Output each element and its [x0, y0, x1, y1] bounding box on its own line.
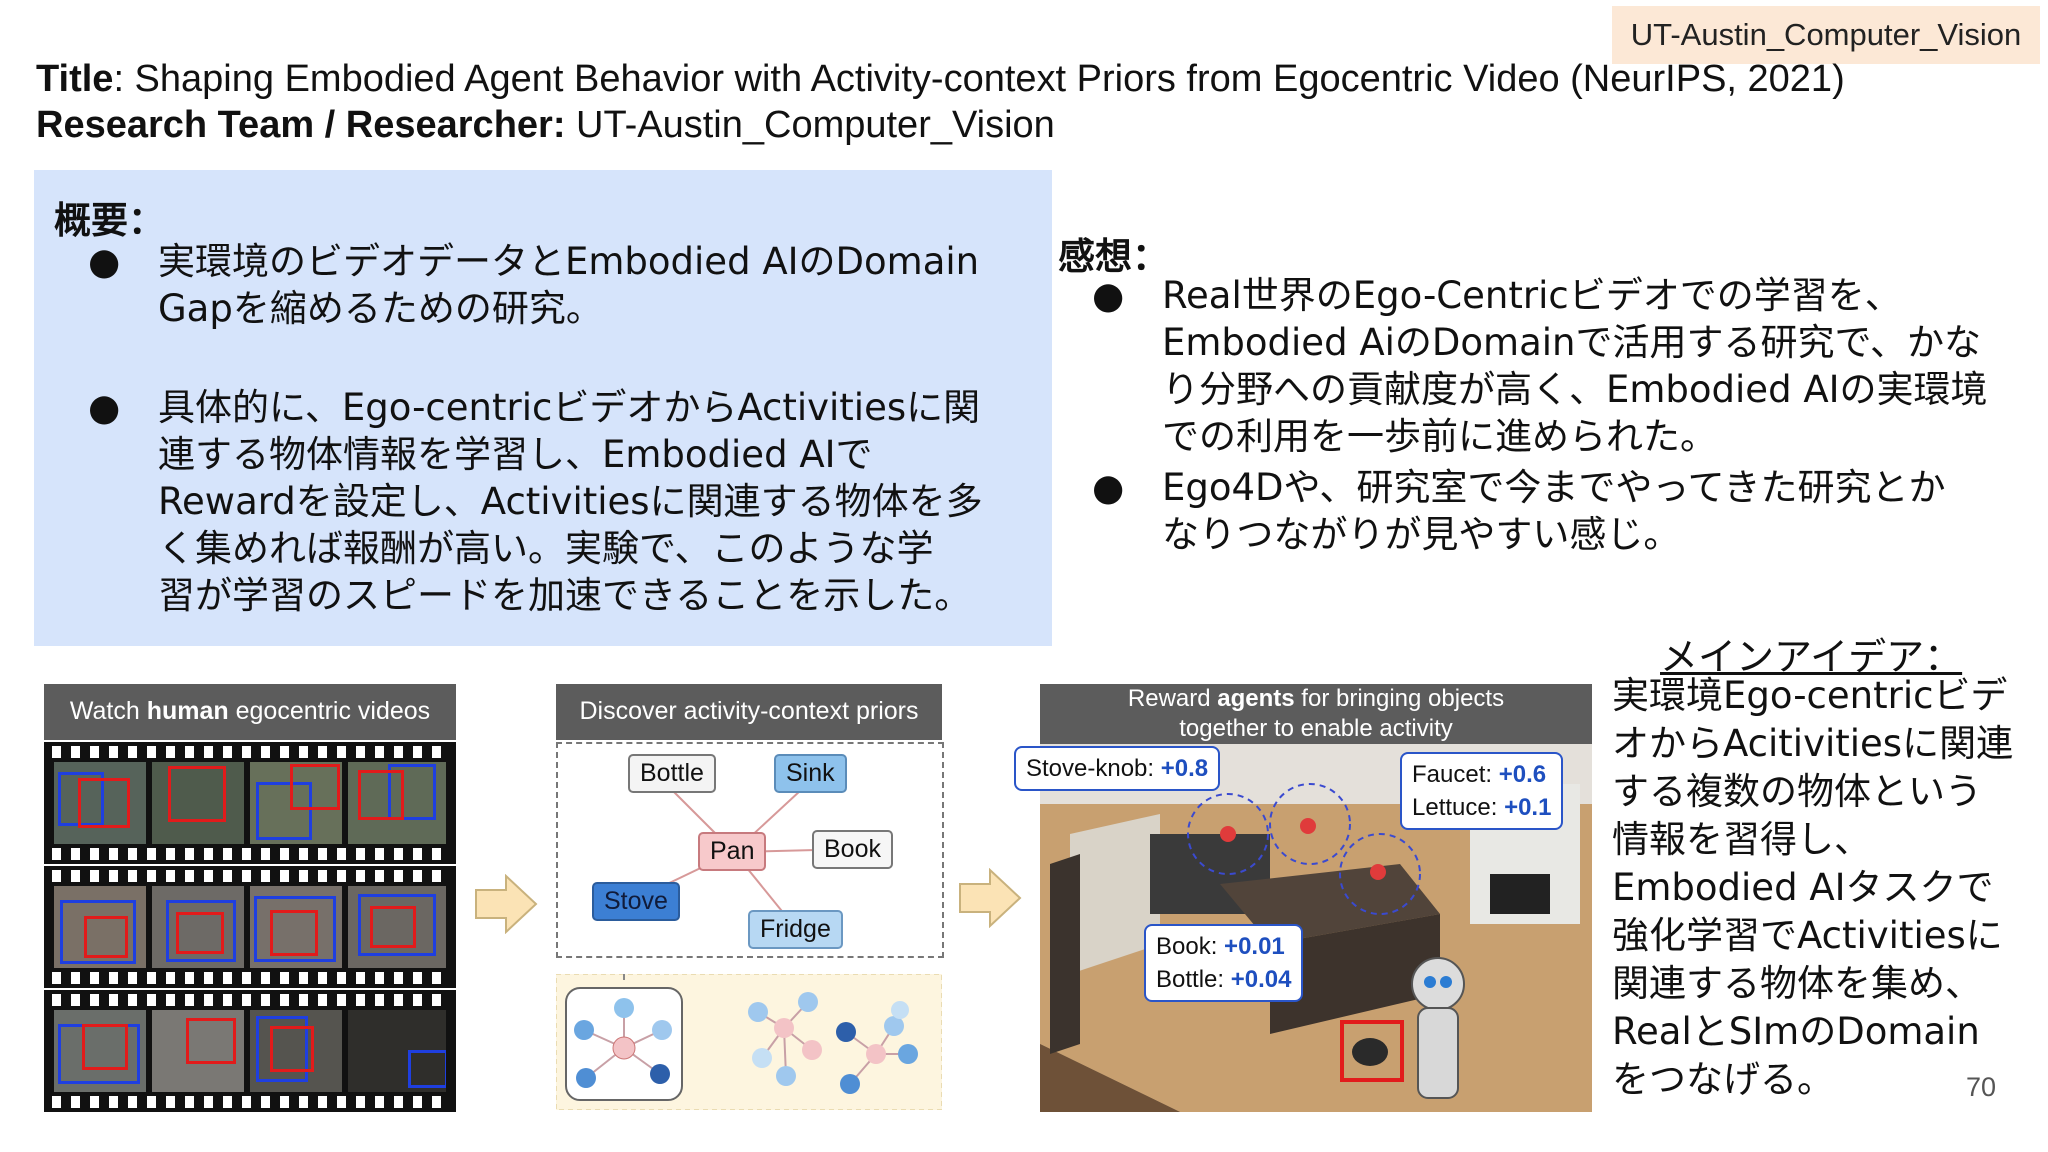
main-idea-line: オからAcitivitiesに関連	[1612, 722, 2014, 765]
summary-line: 実環境のビデオデータとEmbodied AIのDomain	[158, 240, 980, 283]
film-strip-3	[44, 990, 456, 1112]
panel2-header: Discover activity-context priors	[556, 684, 942, 740]
film-strip-1	[44, 742, 456, 864]
impression-bullet-1: ● Real世界のEgo-Centricビデオでの学習を、 Embodied A…	[1092, 272, 2042, 462]
bullet-dot: ●	[1092, 466, 1125, 509]
main-idea-line: をつなげる。	[1612, 1058, 1834, 1101]
impression-heading: 感想：	[1058, 235, 1169, 278]
summary-bullet-2: ● 具体的に、Ego-centricビデオからActivitiesに関 連する物…	[88, 384, 1038, 624]
title-text: : Shaping Embodied Agent Behavior with A…	[113, 58, 1845, 100]
summary-line: Rewardを設定し、Activitiesに関連する物体を多	[158, 480, 983, 523]
panel3-header: Reward agents for bringing objects toget…	[1040, 684, 1592, 746]
node-sink: Sink	[774, 754, 847, 793]
sample-graphs	[556, 974, 942, 1110]
impression-line: での利用を一歩前に進められた。	[1162, 415, 1717, 458]
impression-line: り分野への貢献度が高く、Embodied AIの実環境	[1162, 368, 1988, 411]
reward-label-book-bottle: Book: +0.01 Bottle: +0.04	[1144, 924, 1304, 1002]
summary-line: Gapを縮めるための研究。	[158, 287, 603, 330]
main-idea-line: 強化学習でActivitiesに	[1612, 914, 2003, 957]
team-label: Research Team / Researcher:	[36, 104, 566, 146]
node-fridge: Fridge	[748, 910, 843, 949]
bullet-dot: ●	[88, 240, 121, 283]
summary-bullet-1: ● 実環境のビデオデータとEmbodied AIのDomain Gapを縮めるた…	[88, 238, 1038, 338]
impression-line: なりつながりが見やすい感じ。	[1162, 513, 1681, 556]
main-idea-line: する複数の物体という	[1612, 770, 1982, 813]
impression-bullet-2: ● Ego4Dや、研究室で今までやってきた研究とか なりつながりが見やすい感じ。	[1092, 464, 2042, 564]
bullet-dot: ●	[88, 386, 121, 429]
summary-box	[34, 170, 1052, 646]
lab-tag: UT-Austin_Computer_Vision	[1612, 6, 2040, 64]
impression-line: Embodied AiのDomainで活用する研究で、かな	[1162, 321, 1982, 364]
main-idea-line: 情報を習得し、	[1612, 818, 1871, 861]
arrow-right-icon	[959, 868, 1022, 928]
summary-line: 具体的に、Ego-centricビデオからActivitiesに関	[158, 386, 981, 429]
main-idea-body: 実環境Ego-centricビデ オからAcitivitiesに関連 する複数の…	[1612, 672, 2032, 1104]
summary-line: く集めれば報酬が高い。実験で、このような学	[158, 527, 934, 570]
impression-line: Real世界のEgo-Centricビデオでの学習を、	[1162, 274, 1902, 317]
page-number: 70	[1966, 1072, 1997, 1102]
node-book: Book	[812, 830, 893, 869]
bullet-dot: ●	[1092, 274, 1125, 317]
impression-line: Ego4Dや、研究室で今までやってきた研究とか	[1162, 466, 1946, 509]
reward-label-stove-knob: Stove-knob: +0.8	[1014, 746, 1221, 791]
title-label: Title	[36, 58, 114, 100]
priors-graph: Bottle Sink Pan Book Stove Fridge	[556, 742, 944, 958]
main-idea-line: RealとSImのDomain	[1612, 1010, 1980, 1053]
paper-title: Title: Shaping Embodied Agent Behavior w…	[36, 58, 1845, 101]
main-idea-line: Embodied AIタスクで	[1612, 866, 1994, 909]
research-team: Research Team / Researcher: UT-Austin_Co…	[36, 104, 1055, 147]
summary-line: 習が学習のスピードを加速できることを示した。	[158, 574, 972, 617]
main-idea-heading: メインアイデア：	[1660, 635, 1963, 679]
summary-line: 連する物体情報を学習し、Embodied AIで	[158, 433, 873, 476]
summary-heading: 概要：	[54, 199, 165, 242]
node-bottle: Bottle	[628, 754, 716, 793]
reward-label-faucet-lettuce: Faucet: +0.6 Lettuce: +0.1	[1400, 752, 1564, 830]
node-pan: Pan	[698, 832, 767, 871]
team-text: UT-Austin_Computer_Vision	[565, 104, 1055, 146]
panel1-header: Watch human egocentric videos	[44, 684, 456, 740]
main-idea-line: 関連する物体を集め、	[1612, 962, 1982, 1005]
node-stove: Stove	[592, 882, 680, 921]
film-strip-2	[44, 866, 456, 988]
main-idea-line: 実環境Ego-centricビデ	[1612, 674, 2008, 717]
arrow-right-icon	[475, 874, 538, 934]
